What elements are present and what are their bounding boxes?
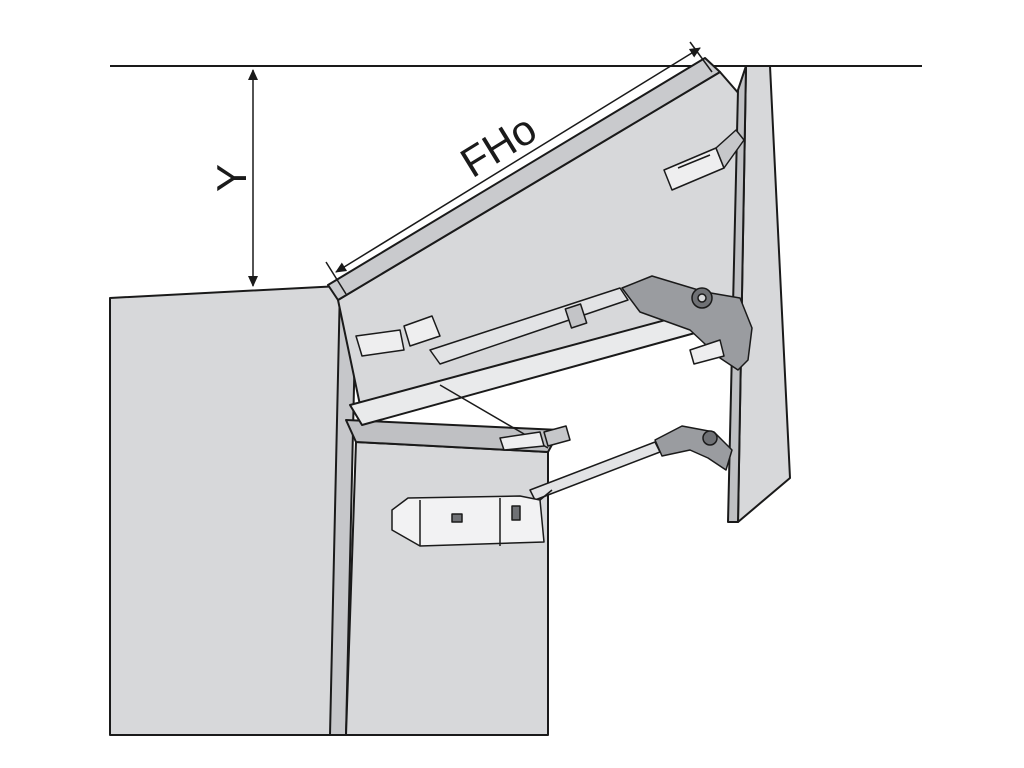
lift-mechanism-housing <box>391 489 553 547</box>
hinge-mid-left <box>355 315 441 357</box>
dimension-y-label: Y <box>208 164 255 192</box>
cabinet-side-panel <box>109 285 357 736</box>
right-door-panel <box>727 65 791 523</box>
hinge-lower-flap <box>499 425 571 451</box>
dimension-y: Y <box>208 65 266 287</box>
hinge-mid-right <box>689 339 725 365</box>
lower-lift-arm <box>529 425 733 501</box>
upper-front-flap <box>327 57 743 449</box>
lower-front-flap <box>345 419 561 736</box>
